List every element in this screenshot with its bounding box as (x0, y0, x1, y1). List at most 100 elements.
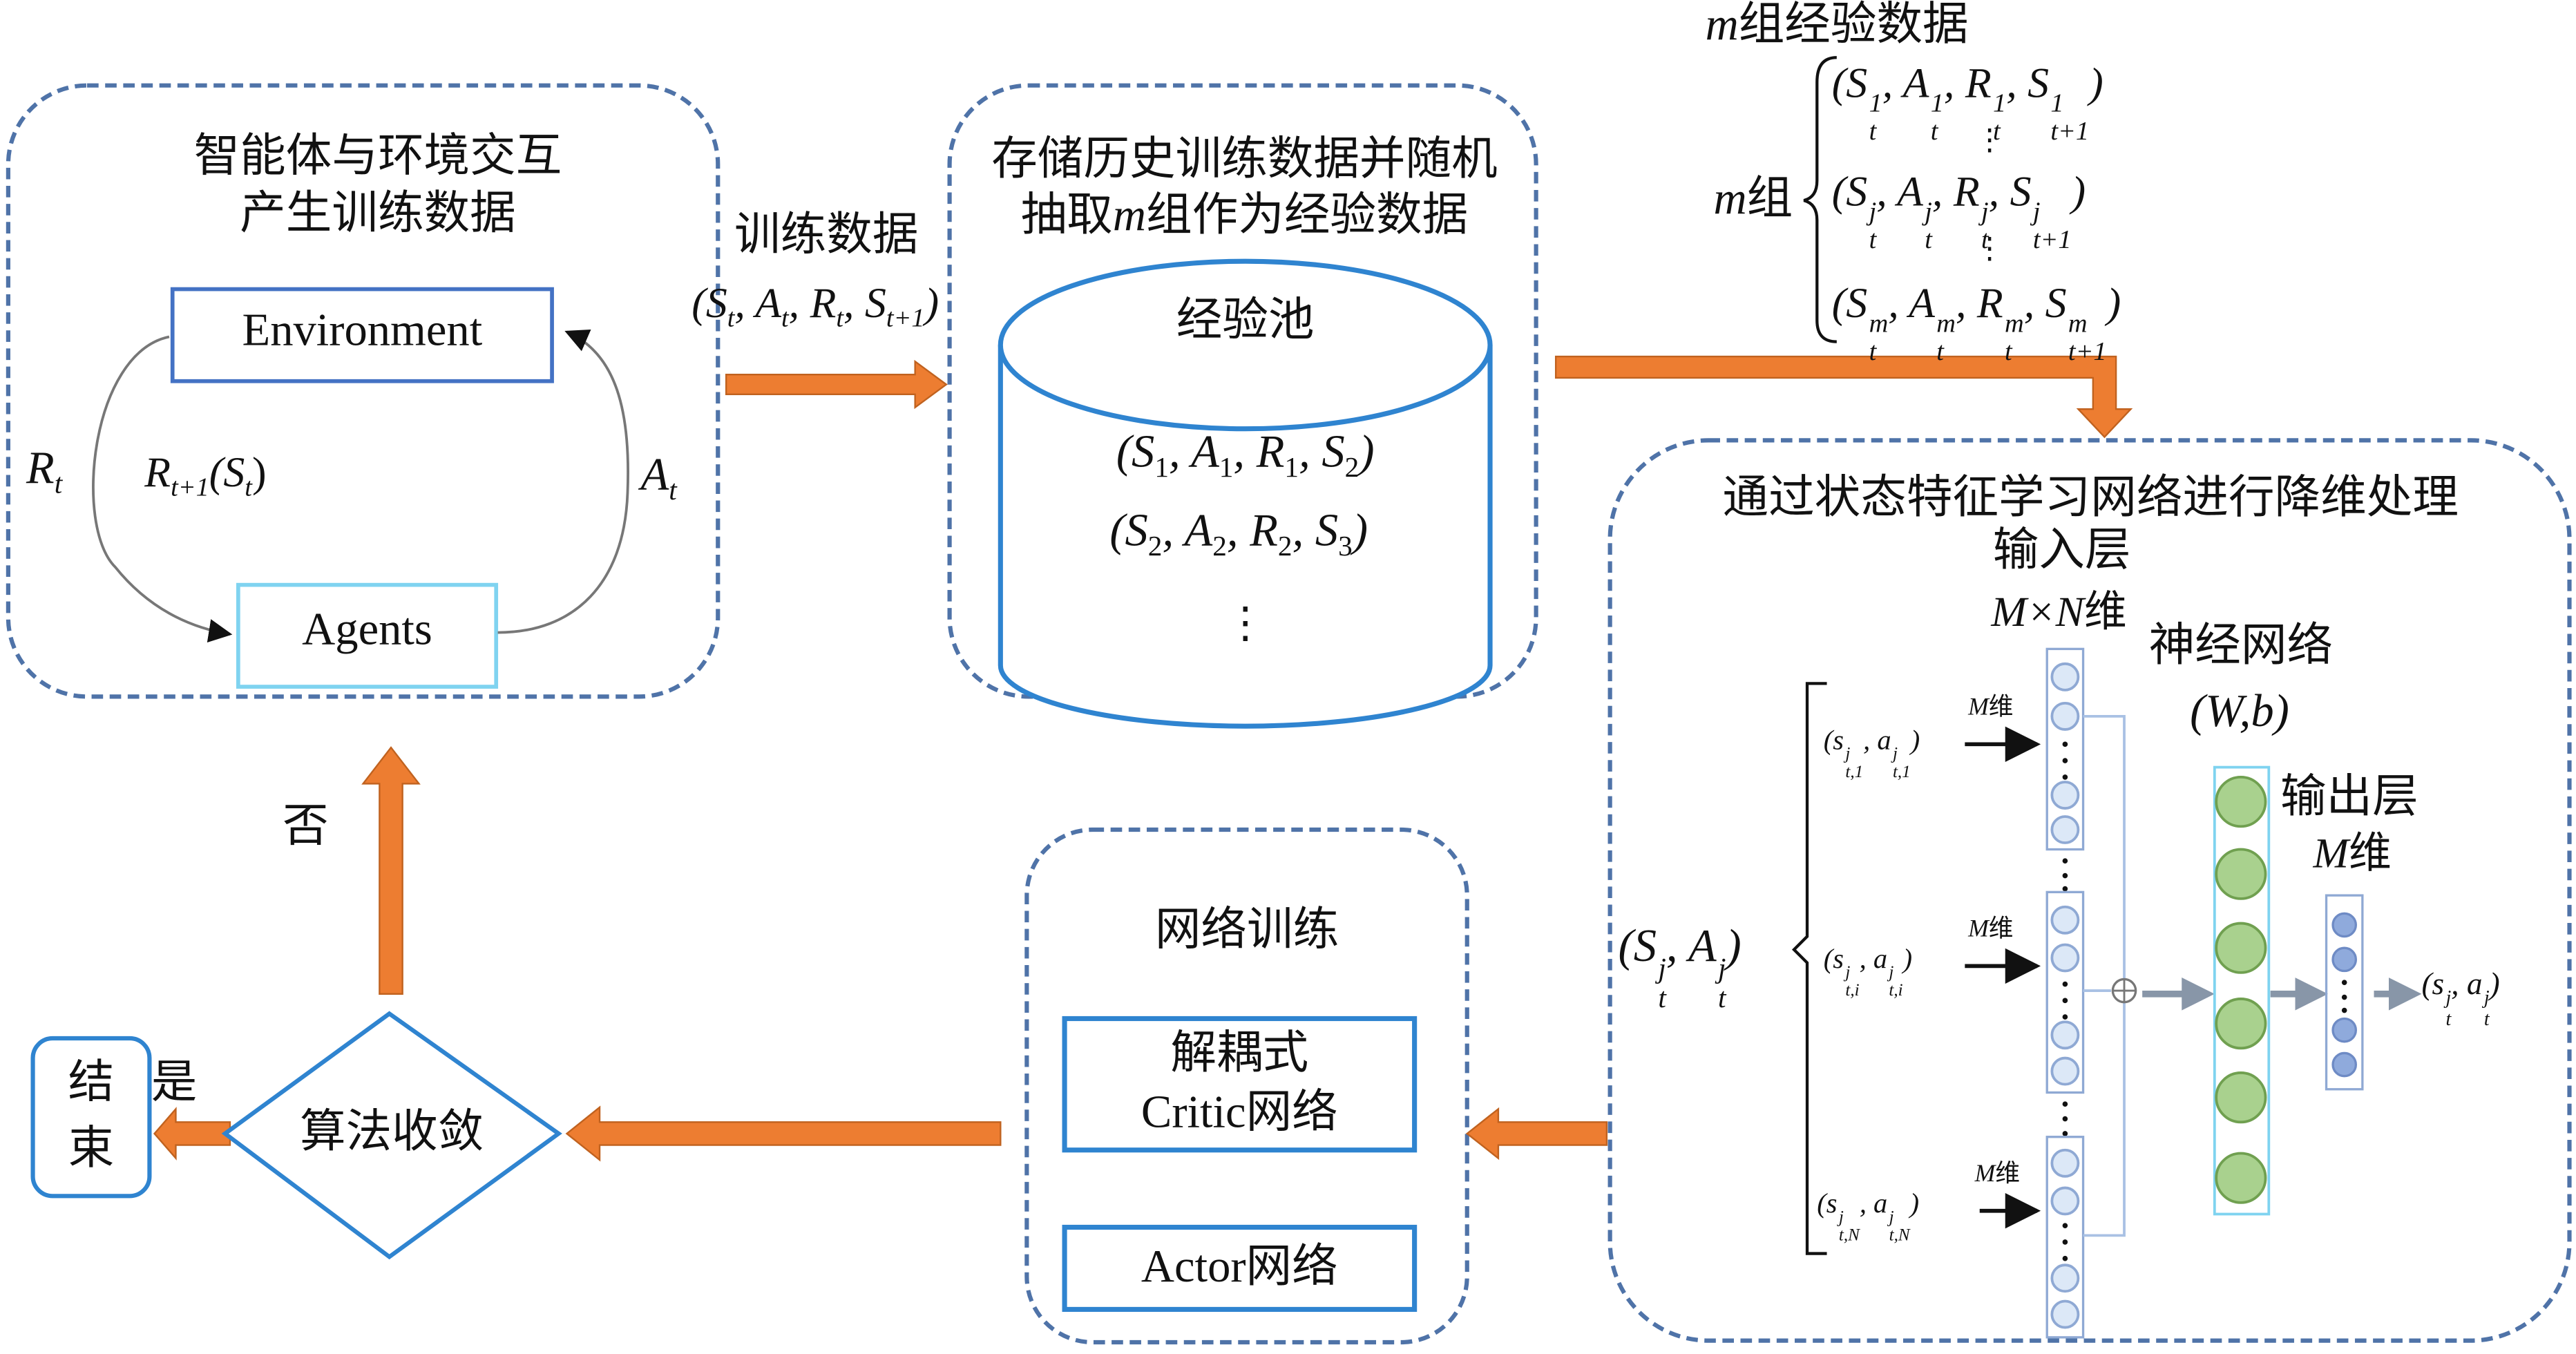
critic-line1: 解耦式 (1170, 1028, 1309, 1080)
next-reward-arg-sub: t (245, 474, 252, 502)
input-1-sub-a: t,1 (1892, 763, 1911, 782)
input-n-dim-cn: 维 (1995, 1161, 2021, 1188)
next-reward-subscript: t+1 (171, 474, 209, 502)
next-reward-label: Rt+1(St) (144, 451, 266, 502)
sample-row-m-sup-s: m (2068, 310, 2088, 338)
network-params: (W,b) (2190, 687, 2289, 738)
interaction-title-line2: 产生训练数据 (240, 189, 516, 240)
output-layer (2325, 894, 2364, 1091)
experience-pool-label: 经验池 (1176, 296, 1315, 347)
pool-row-2: (S2, A2, R2, S3) (1109, 506, 1368, 562)
reward-loop-arrow (92, 335, 233, 643)
sample-row-m-sup-r: m (2005, 310, 2024, 338)
decision-diamond (221, 1011, 562, 1260)
decision-yes-label: 是 (151, 1058, 198, 1109)
output-dim-label: M维 (2313, 829, 2392, 877)
input-column-ellipsis-2 (2062, 1101, 2068, 1136)
input-n-dim-math: M (1974, 1161, 1996, 1188)
sample-row-j-sup-s: j (2032, 198, 2041, 227)
sum-node (2111, 978, 2137, 1004)
feature-panel-title: 通过状态特征学习网络进行降维处理 (1722, 473, 2459, 524)
end-line2: 束 (68, 1123, 115, 1175)
input-i-sub-s: t,i (1845, 982, 1860, 1000)
critic-box (1062, 1015, 1418, 1153)
replay-title-part-a: 抽取 (1020, 190, 1113, 242)
decision-no-label: 否 (283, 801, 329, 853)
sample-row-j-sup-r: j (1981, 198, 1989, 227)
interaction-panel-border (6, 83, 721, 699)
aggregation-lines (2083, 714, 2126, 1237)
interaction-title-line1: 智能体与环境交互 (193, 131, 562, 182)
sample-row-1-sup-s: 1 (2050, 90, 2064, 118)
input-i-dim: M维 (1968, 917, 2014, 944)
input-i-dim-math: M (1968, 917, 1989, 944)
decision-label: 算法收敛 (299, 1107, 484, 1158)
arrow-to-feature-panel (1554, 355, 2133, 439)
actor-label: Actor网络 (1141, 1241, 1338, 1293)
sample-ellipsis-1: ⋮ (1974, 123, 2005, 156)
input-i-sub-a: t,i (1889, 982, 1903, 1000)
sample-group-m: m (1713, 174, 1747, 225)
input-layer-label: 输入层 (1992, 526, 2131, 577)
input-column-ellipsis-1 (2062, 858, 2068, 892)
sample-group-brace (1803, 56, 1837, 343)
action-label: At (640, 450, 676, 505)
pool-row-1: (S1, A1, R1, S2) (1116, 427, 1375, 484)
output-dim-cn: 维 (2349, 829, 2392, 877)
next-reward-symbol: R (144, 448, 171, 497)
sample-row-m-sup: m (1869, 310, 1889, 338)
sample-ellipsis-2: ⋮ (1974, 231, 2005, 265)
sample-group-text: 组 (1746, 174, 1793, 225)
feature-panel-border (1607, 438, 2572, 1343)
replay-title-part-b: 组作为经验数据 (1146, 190, 1469, 242)
environment-box (170, 287, 554, 383)
input-i-dim-cn: 维 (1988, 917, 2014, 944)
sample-row-j-sup-a: j (1925, 198, 1932, 227)
critic-line2: Critic网络 (1141, 1087, 1338, 1139)
input-column-1 (2045, 647, 2085, 851)
input-dim-label: M×N维 (1991, 591, 2126, 634)
input-column-n (2045, 1136, 2085, 1339)
input-n-dim: M维 (1975, 1163, 2020, 1188)
experience-pool-cylinder (998, 258, 1493, 729)
input-bracket (1791, 682, 1827, 1255)
training-panel-border (1024, 827, 1469, 1345)
reward-subscript: t (54, 468, 63, 500)
sample-title: m组经验数据 (1706, 3, 1969, 50)
input-dim-math: M×N (1991, 588, 2084, 636)
output-layer-label: 输出层 (2280, 772, 2418, 823)
input-n-sub-a: t,N (1889, 1227, 1910, 1246)
arrow-to-decision (565, 1105, 1002, 1162)
end-line1: 结 (68, 1058, 115, 1109)
next-reward-close: ) (251, 448, 267, 497)
input-dim-cn: 维 (2083, 588, 2127, 636)
sample-row-m-sup-a: m (1936, 310, 1956, 338)
action-loop-arrow (497, 329, 629, 634)
action-symbol: A (640, 450, 669, 502)
reward-label: Rt (26, 444, 63, 500)
arrow-no-loop (361, 746, 421, 995)
environment-label: Environment (242, 305, 483, 357)
sample-row-1-sup-r: 1 (1993, 90, 2007, 118)
end-box (30, 1036, 152, 1199)
input-1-sub-s: t,1 (1845, 763, 1864, 782)
next-reward-arg: (S (209, 448, 245, 497)
sample-row-1-sup: 1 (1869, 90, 1882, 118)
training-data-label: 训练数据 (734, 210, 919, 262)
reward-symbol: R (26, 444, 55, 495)
sample-title-text: 组经验数据 (1738, 0, 1969, 51)
sample-row-1-sup-a: 1 (1930, 90, 1944, 118)
input-1-dim: M维 (1968, 696, 2013, 721)
arrow-to-replay (725, 359, 948, 410)
pool-ellipsis: ⋮ (1223, 600, 1267, 648)
